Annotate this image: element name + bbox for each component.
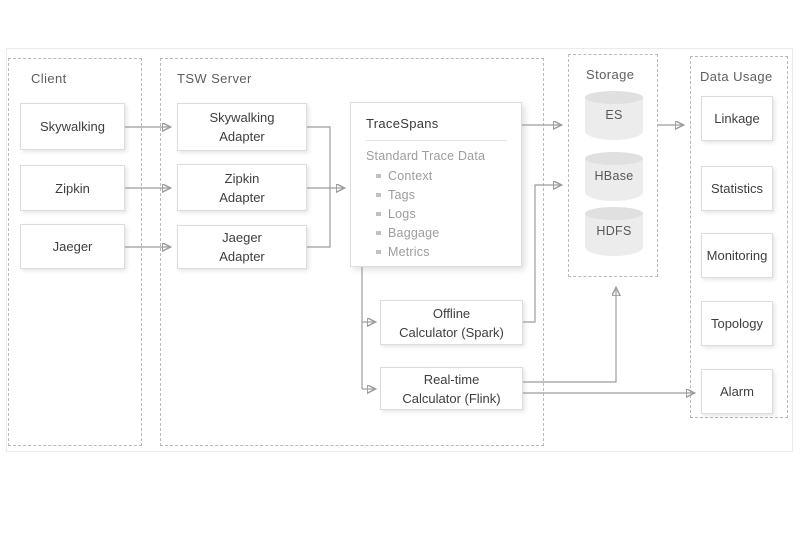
usage-box-statistics: Statistics (701, 166, 773, 211)
usage-box-label: Linkage (714, 111, 760, 126)
section-tsw-server-title: TSW Server (177, 71, 252, 86)
database-label: HBase (594, 169, 634, 183)
client-box-zipkin: Zipkin (20, 165, 125, 211)
section-data-usage-title: Data Usage (700, 69, 773, 84)
database-label: HDFS (596, 224, 632, 238)
client-box-label: Skywalking (39, 119, 106, 134)
adapter-label-line2: Adapter (219, 249, 265, 264)
realtime-calculator-box: Real-time Calculator (Flink) (380, 367, 523, 410)
tracespans-item-label: Logs (388, 206, 416, 221)
bullet-square-icon (376, 192, 381, 197)
database-cylinder-es: ES (585, 91, 643, 140)
client-box-jaeger: Jaeger (20, 224, 125, 269)
section-storage: Storage (568, 54, 658, 277)
adapter-box-jaeger: Jaeger Adapter (177, 225, 307, 269)
tracespans-item: Logs (366, 204, 507, 223)
adapter-label-line1: Jaeger (222, 230, 262, 245)
client-box-label: Zipkin (55, 180, 90, 196)
usage-box-monitoring: Monitoring (701, 233, 773, 278)
usage-box-label: Alarm (720, 384, 754, 399)
bullet-square-icon (376, 173, 381, 178)
offline-calculator-box: Offline Calculator (Spark) (380, 300, 523, 345)
realtime-calculator-line2: Calculator (Flink) (402, 390, 501, 406)
tracespans-item-label: Metrics (388, 244, 430, 259)
adapter-label-line2: Adapter (219, 189, 265, 205)
tracespans-item-label: Context (388, 168, 433, 183)
diagram-outer-frame (6, 48, 793, 452)
client-box-label: Jaeger (52, 239, 93, 254)
tracespans-item-label: Tags (388, 187, 416, 202)
tracespans-item: Context (366, 166, 507, 185)
database-cylinder-hbase: HBase (585, 152, 643, 201)
section-storage-title: Storage (586, 67, 635, 82)
usage-box-linkage: Linkage (701, 96, 773, 141)
tracespans-item: Baggage (366, 223, 507, 242)
tracespans-title: TraceSpans (366, 116, 439, 131)
tracespans-subtitle: Standard Trace Data (366, 149, 486, 163)
usage-box-label: Statistics (710, 181, 763, 196)
database-cylinder-hdfs: HDFS (585, 207, 643, 256)
usage-box-alarm: Alarm (701, 369, 773, 414)
usage-box-topology: Topology (701, 301, 773, 346)
usage-box-label: Topology (710, 316, 764, 331)
offline-calculator-line1: Offline (432, 305, 471, 321)
bullet-square-icon (376, 249, 381, 254)
offline-calculator-line2: Calculator (Spark) (399, 324, 504, 340)
tracespans-panel: TraceSpans Standard Trace Data Context T… (350, 102, 522, 267)
tracespans-item-label: Baggage (388, 225, 440, 240)
adapter-box-zipkin: Zipkin Adapter (177, 164, 307, 211)
tracespans-divider (366, 140, 507, 141)
bullet-square-icon (376, 211, 381, 216)
realtime-calculator-line1: Real-time (423, 371, 480, 387)
adapter-label-line1: Zipkin (224, 170, 260, 186)
section-client-title: Client (31, 71, 67, 86)
section-client: Client (8, 58, 142, 446)
database-label: ES (605, 108, 623, 122)
tracespans-item: Metrics (366, 242, 507, 261)
section-data-usage: Data Usage (690, 56, 788, 418)
bullet-square-icon (376, 230, 381, 235)
usage-box-label: Monitoring (706, 248, 768, 263)
adapter-label-line2: Adapter (219, 129, 265, 144)
adapter-box-skywalking: Skywalking Adapter (177, 103, 307, 151)
adapter-label-line1: Skywalking (209, 110, 275, 125)
tracespans-item: Tags (366, 185, 507, 204)
client-box-skywalking: Skywalking (20, 103, 125, 150)
